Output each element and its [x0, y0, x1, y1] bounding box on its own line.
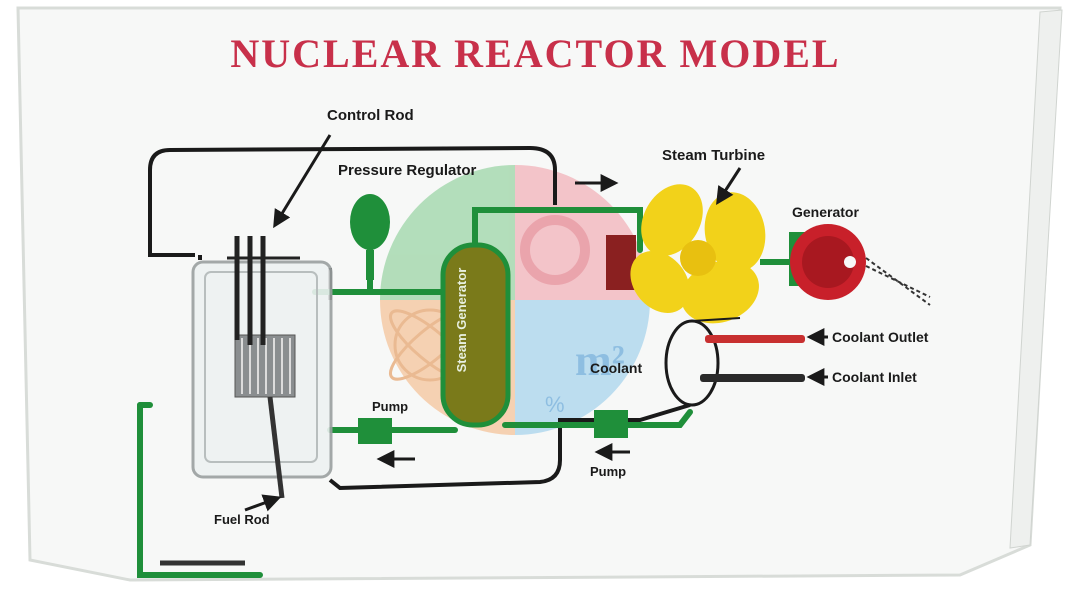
control-rods — [227, 236, 300, 345]
label-coolant-inlet: Coolant Inlet — [832, 369, 917, 385]
steam-turbine — [606, 184, 790, 324]
label-steam-turbine: Steam Turbine — [662, 147, 766, 164]
label-steam-generator: Steam Generator — [454, 267, 469, 373]
label-fuel-rod: Fuel Rod — [214, 512, 270, 527]
label-generator: Generator — [792, 204, 859, 220]
label-coolant-outlet: Coolant Outlet — [832, 329, 929, 345]
reactor-vessel — [191, 260, 333, 499]
label-coolant: Coolant — [590, 360, 643, 376]
svg-text:m²: m² — [575, 336, 625, 385]
board-edge — [1009, 9, 1063, 549]
svg-text:%: % — [545, 392, 565, 417]
generator — [789, 224, 931, 306]
label-pump-left: Pump — [372, 399, 409, 414]
pump-left — [358, 418, 392, 444]
coolant-condenser — [664, 317, 805, 407]
pump-right — [594, 410, 628, 438]
label-control-rod: Control Rod — [327, 107, 414, 124]
arrows — [244, 134, 828, 512]
label-pump-right: Pump — [590, 464, 627, 479]
label-pressure-regulator: Pressure Regulator — [338, 162, 477, 179]
page-title: NUCLEAR REACTOR MODEL — [230, 31, 841, 76]
pressure-regulator — [350, 194, 390, 280]
stem-logo: m² % — [380, 165, 650, 435]
steam-generator — [440, 242, 511, 428]
